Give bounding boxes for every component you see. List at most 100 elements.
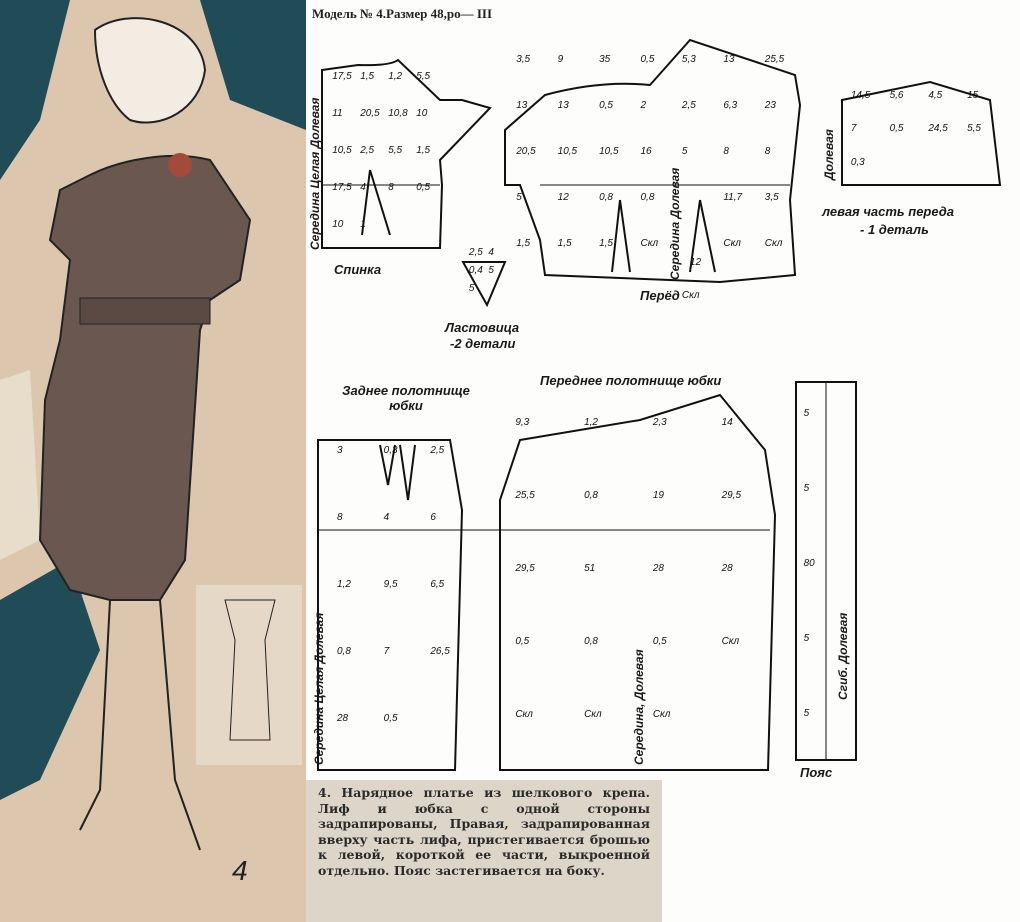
dimension-label: 0,8 <box>584 489 598 501</box>
dimension-label: 0,5 <box>416 182 431 194</box>
piece-label-front-skirt: Переднее полотнище юбки <box>540 373 722 388</box>
dimension-label: 5 <box>516 191 522 203</box>
dimension-label: 10 <box>416 108 428 120</box>
dimension-label: 0,5 <box>889 123 904 135</box>
dimension-label: 10,8 <box>388 108 408 120</box>
axis-label-back: Середина Целая Долевая <box>308 97 322 250</box>
dimension-label: 5,5 <box>967 123 981 135</box>
piece-label-back: Спинка <box>334 262 382 277</box>
dimension-label: 2,5 <box>681 99 696 111</box>
dimension-label: 4 <box>383 512 390 524</box>
dimension-label: 0,5 <box>640 53 655 65</box>
dimension-label: 5,5 <box>388 145 403 157</box>
dimension-label: 1,2 <box>388 71 403 83</box>
dimension-label: 8 <box>388 182 394 194</box>
dimension-label: 3,5 <box>516 53 531 65</box>
dimension-label: 7 <box>383 646 390 658</box>
piece-label-back-skirt: Заднее полотнище юбки <box>342 383 470 413</box>
dimension-label: 5,6 <box>889 90 904 101</box>
dimension-label: 3 <box>337 445 343 457</box>
dimension-label: 13 <box>516 99 528 111</box>
fold-label: Скл <box>764 237 783 249</box>
dimension-label: 2,3 <box>652 416 667 428</box>
dimension-label: 0,8 <box>640 191 655 203</box>
dimension-label: 9,3 <box>515 416 530 428</box>
dimension-label: 5 <box>803 707 810 719</box>
dimension-label: 1 <box>360 219 366 231</box>
axis-label-front: Середина Долевая <box>668 167 682 280</box>
dimension-label: 13 <box>723 53 735 65</box>
dimension-label: 0,3 <box>850 156 865 168</box>
dimension-label: 17,5 <box>332 182 352 194</box>
figure-number: 4 <box>232 855 248 886</box>
dimension-label: 0,4 <box>468 264 483 276</box>
dress-sketch <box>0 0 306 851</box>
dimension-label: 2,5 <box>468 247 483 259</box>
dimension-label: 1,5 <box>557 237 572 249</box>
dimension-label: 12 <box>689 256 702 268</box>
dimension-label: 35 <box>599 53 611 65</box>
dimension-label: 0,5 <box>383 713 398 725</box>
dimension-label: 14 <box>721 416 733 428</box>
dimension-label: 6,5 <box>430 579 445 591</box>
dimension-label: 23 <box>764 99 776 111</box>
dimension-label: 0,8 <box>599 191 613 203</box>
dimension-label: 26,5 <box>430 646 450 658</box>
fashion-illustration: 4 <box>0 0 306 922</box>
dimension-label: 4 <box>360 182 366 194</box>
dimension-label: 6,3 <box>723 99 738 111</box>
dimension-label: 1,5 <box>516 237 531 249</box>
dimension-label: 3,5 <box>764 191 779 203</box>
dimension-label: 17,5 <box>332 71 352 83</box>
dimension-label: 51 <box>584 562 596 574</box>
dimension-label: 0,5 <box>599 99 613 111</box>
axis-label-left-front: Долевая <box>822 129 836 180</box>
dimension-label: 0,5 <box>652 635 667 647</box>
dimension-label: 16 <box>640 145 652 157</box>
axis-label-belt: Сгиб. Долевая <box>836 612 850 700</box>
dimension-label: 5 <box>681 145 688 157</box>
dimension-label: 0,3 <box>383 445 398 457</box>
dimension-label: 29,5 <box>721 489 742 501</box>
dimension-label: 8 <box>723 145 729 157</box>
dimension-label: 11,7 <box>723 191 743 203</box>
dimension-label: 1,5 <box>599 237 613 249</box>
dimension-label: 1,5 <box>360 71 375 83</box>
dimension-label: 10 <box>332 219 344 231</box>
dimension-label: 4 <box>488 247 494 259</box>
fold-label: Скл <box>721 635 740 647</box>
dimension-label: 1,5 <box>416 145 431 157</box>
dimension-label: 20,5 <box>516 145 536 157</box>
piece-label-belt: Пояс <box>800 765 833 780</box>
dimension-label: 8 <box>764 145 771 157</box>
dimension-label: 8 <box>337 512 343 524</box>
dimension-label: 2 <box>640 99 647 111</box>
dimension-label: 7 <box>850 123 857 135</box>
gusset-count: -2 детали <box>450 336 516 351</box>
piece-label-left-front: левая часть переда <box>822 204 955 219</box>
fold-label: Скл <box>652 708 671 720</box>
axis-label-front-skirt: Середина, Долевая <box>632 649 646 765</box>
dimension-label: 14,5 <box>850 90 871 101</box>
dimension-label: 2,5 <box>360 145 375 157</box>
dimension-label: 13 <box>557 99 569 111</box>
dimension-label: 20,5 <box>360 108 380 120</box>
dimension-label: 5,5 <box>416 71 431 83</box>
piece-label-front: Перёд <box>640 288 680 303</box>
left-front-count: - 1 деталь <box>860 222 929 237</box>
dimension-label: 0,8 <box>337 646 351 658</box>
piece-label-gusset: Ластовица <box>445 320 520 335</box>
dimension-label: 19 <box>652 489 664 501</box>
dimension-label: 24,5 <box>928 123 948 135</box>
dimension-label: 2,5 <box>430 445 445 457</box>
fold-label: Скл <box>515 708 533 720</box>
dimension-label: 25,5 <box>764 53 785 65</box>
description-box: 4. Нарядное платье из шелкового крепа. Л… <box>306 780 662 922</box>
description-text: 4. Нарядное платье из шелкового крепа. Л… <box>318 785 650 878</box>
dimension-label: 4,5 <box>928 90 943 101</box>
dimension-label: 5 <box>488 264 494 276</box>
dimension-label: 5 <box>803 632 810 644</box>
axis-label-back-skirt: Середина Целая Долевая <box>312 612 326 765</box>
dimension-label: 5 <box>468 282 475 294</box>
dimension-label: 5,3 <box>681 53 696 65</box>
